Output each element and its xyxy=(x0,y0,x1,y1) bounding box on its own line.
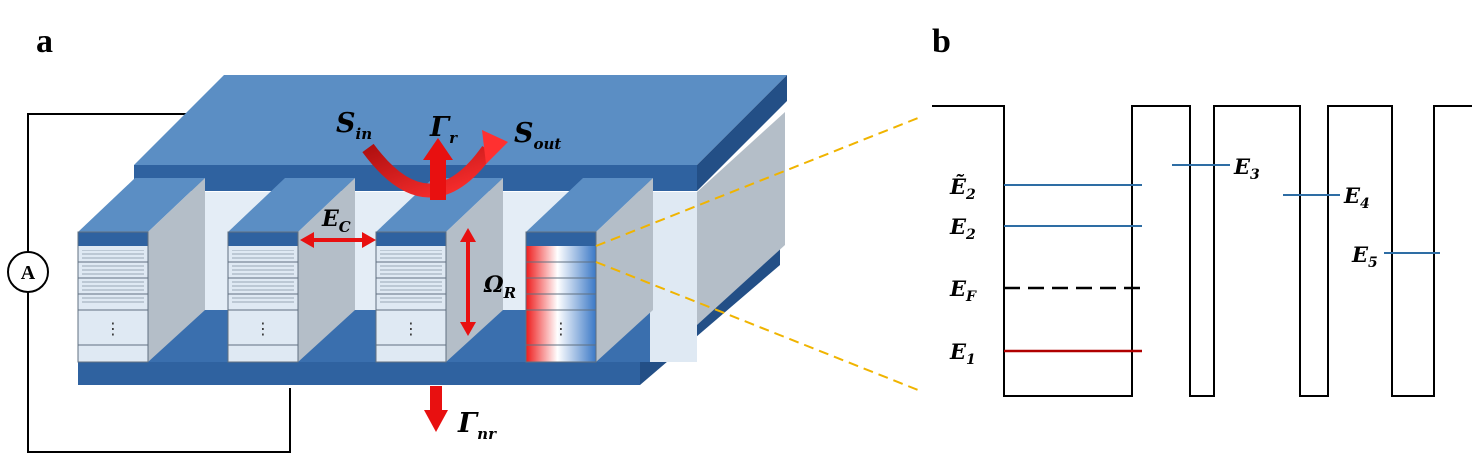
level-label-e1: E1 xyxy=(949,339,976,368)
top-plate xyxy=(134,75,787,191)
pillar-2: ⋮ xyxy=(227,178,355,363)
s-out-label: Sout xyxy=(514,118,561,153)
ellipsis-1: ⋮ xyxy=(105,319,121,338)
ammeter-label: A xyxy=(21,262,36,284)
ellipsis-4: ⋮ xyxy=(553,319,569,338)
ec-arrow xyxy=(300,232,376,248)
gamma-r-arrow xyxy=(423,138,453,200)
ellipsis-2: ⋮ xyxy=(255,319,271,338)
level-label-e3: E3 xyxy=(1233,154,1260,183)
level-label-e5: E5 xyxy=(1351,242,1378,271)
s-in-label: Sin xyxy=(336,108,372,143)
zoom-guide-lines xyxy=(595,117,919,391)
gamma-nr-arrow xyxy=(424,386,448,432)
ellipsis-3: ⋮ xyxy=(403,319,419,338)
scattering-arc xyxy=(362,130,508,198)
level-label-ef: EF xyxy=(949,276,977,305)
gamma-nr-label: Γnr xyxy=(457,408,497,443)
right-side-wall xyxy=(650,112,785,362)
level-label-e4: E4 xyxy=(1343,183,1370,212)
level-label-e2: E2 xyxy=(949,214,976,243)
pillar-3: ⋮ xyxy=(375,178,503,363)
pillar-4-excited: ⋮ xyxy=(525,178,653,363)
pillar-1: ⋮ xyxy=(77,178,205,363)
omega-r-label: ΩR xyxy=(483,272,516,302)
ammeter: A xyxy=(7,251,49,293)
gamma-r-label: Γr xyxy=(429,112,458,147)
panel-label-a: a xyxy=(36,23,53,60)
panel-label-b: b xyxy=(932,23,951,60)
omega-r-arrow xyxy=(460,228,476,336)
ec-label: EC xyxy=(321,206,351,236)
band-profile xyxy=(932,105,1472,397)
level-label-e2-tilde: Ẽ2 xyxy=(949,174,976,203)
